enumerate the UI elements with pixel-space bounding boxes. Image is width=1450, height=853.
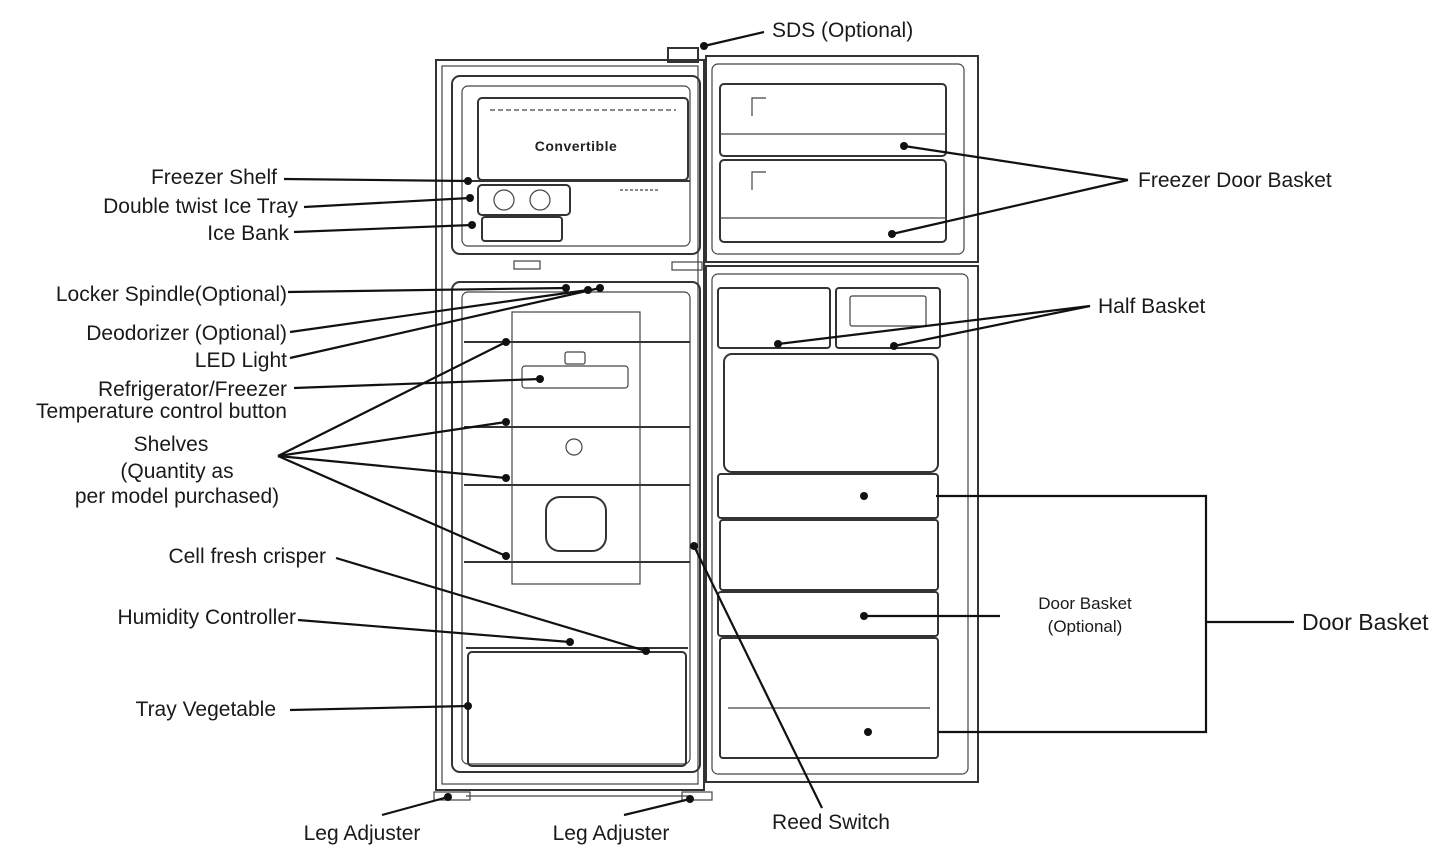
- label-locker-spindle: Locker Spindle(Optional): [56, 283, 287, 306]
- label-shelves-3: per model purchased): [75, 485, 279, 508]
- label-leg-adjuster-left: Leg Adjuster: [304, 822, 421, 845]
- label-deodorizer: Deodorizer (Optional): [86, 322, 287, 345]
- label-crisper: Cell fresh crisper: [168, 545, 326, 568]
- label-shelves-2: (Quantity as: [120, 460, 233, 483]
- label-half-basket: Half Basket: [1098, 295, 1206, 318]
- label-humidity: Humidity Controller: [117, 606, 296, 629]
- label-door-basket-optional-1: Door Basket: [1038, 594, 1132, 613]
- label-leg-adjuster-right: Leg Adjuster: [553, 822, 670, 845]
- convertible-panel-text: Convertible: [535, 138, 618, 154]
- label-tray-vegetable: Tray Vegetable: [136, 698, 276, 721]
- labels: SDS (Optional) Freezer Shelf Double twis…: [36, 19, 1429, 845]
- doors: [705, 55, 1294, 783]
- label-temp-control-1: Refrigerator/Freezer: [98, 378, 287, 401]
- label-freezer-shelf: Freezer Shelf: [151, 166, 277, 189]
- cabinet: Convertible: [433, 47, 713, 801]
- label-sds: SDS (Optional): [772, 19, 913, 42]
- label-shelves-1: Shelves: [134, 433, 209, 456]
- label-freezer-door-basket: Freezer Door Basket: [1138, 169, 1332, 192]
- label-reed-switch: Reed Switch: [772, 811, 890, 834]
- label-door-basket: Door Basket: [1302, 609, 1429, 635]
- label-ice-tray: Double twist Ice Tray: [103, 195, 298, 218]
- leader-lines: [277, 30, 1129, 817]
- label-door-basket-optional-2: (Optional): [1048, 617, 1123, 636]
- label-ice-bank: Ice Bank: [207, 222, 289, 245]
- label-led-light: LED Light: [195, 349, 287, 372]
- label-temp-control-2: Temperature control button: [36, 400, 287, 423]
